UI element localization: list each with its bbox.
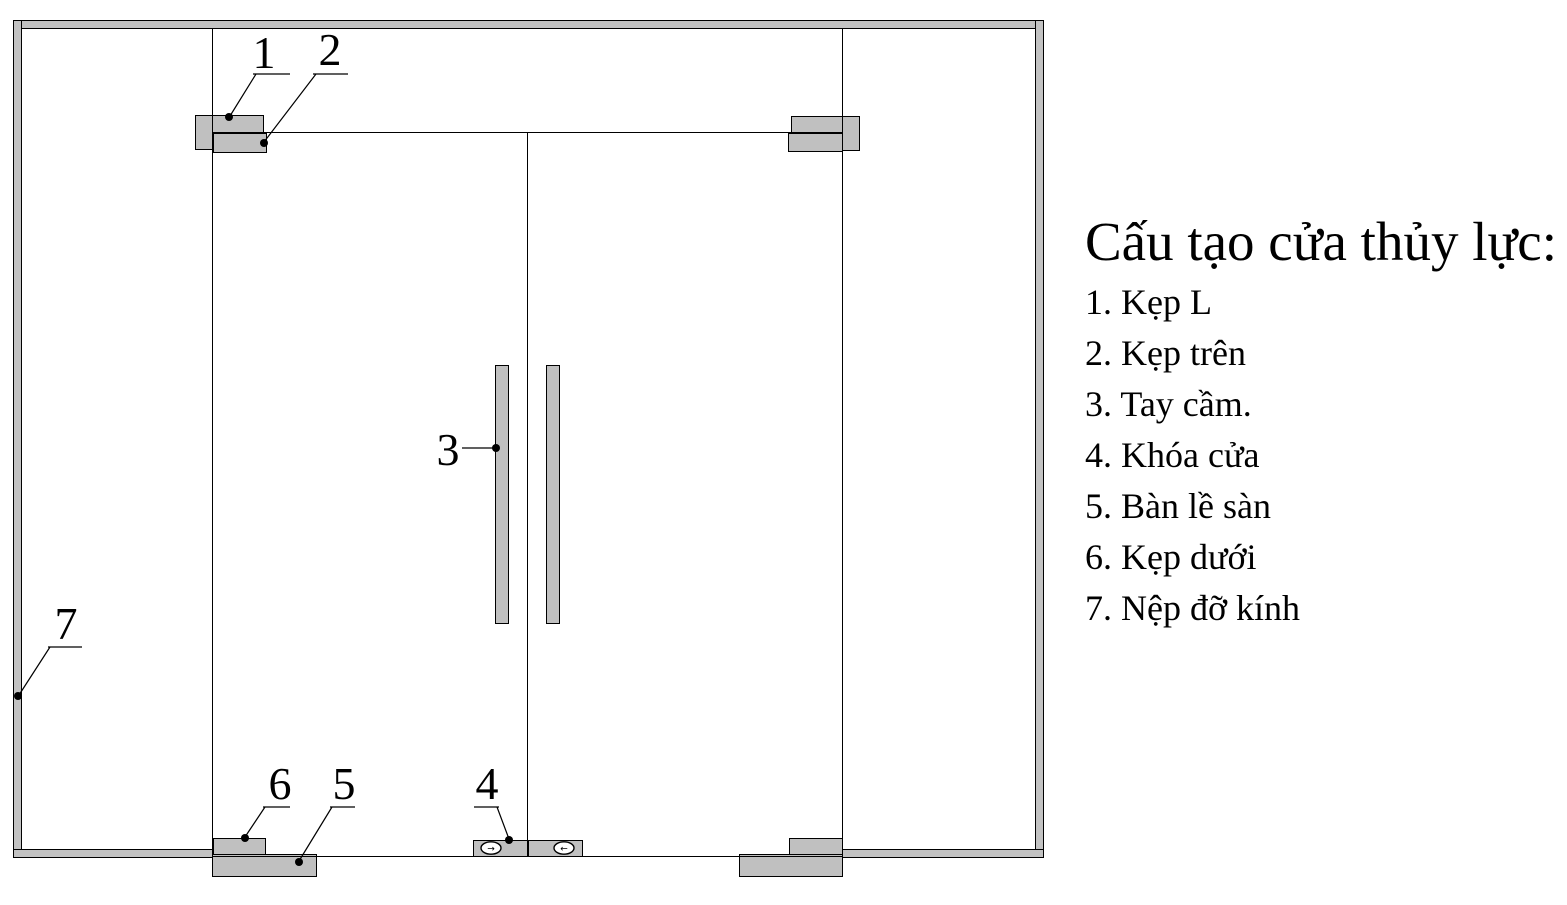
legend-title: Cấu tạo cửa thủy lực: bbox=[1085, 211, 1557, 272]
frame-bottom-right-bar bbox=[842, 849, 1044, 858]
legend-item-4: 4. Khóa cửa bbox=[1085, 435, 1260, 475]
legend-item-7: 7. Nệp đỡ kính bbox=[1085, 588, 1301, 628]
lock-left-block bbox=[473, 840, 528, 857]
door-top-line bbox=[213, 132, 842, 133]
leader-5 bbox=[298, 806, 355, 862]
legend-item-2: 2. Kẹp trên bbox=[1085, 333, 1246, 373]
leader-7 bbox=[18, 646, 82, 696]
legend-item-5: 5. Bàn lề sàn bbox=[1085, 486, 1271, 526]
legend-item-3: 3. Tay cầm. bbox=[1085, 384, 1252, 424]
frame-bottom-left-bar bbox=[13, 849, 214, 858]
callout-7: 7 bbox=[54, 598, 78, 649]
legend-item-6: 6. Kẹp dưới bbox=[1085, 537, 1257, 577]
ban-le-san-right-block bbox=[739, 854, 843, 877]
threshold-line bbox=[213, 856, 842, 857]
callout-6: 6 bbox=[268, 758, 292, 809]
legend: Cấu tạo cửa thủy lực: 1. Kẹp L 2. Kẹp tr… bbox=[1085, 209, 1567, 634]
frame-top-bar bbox=[13, 20, 1044, 29]
leader-dots bbox=[14, 113, 513, 866]
leader-lines bbox=[18, 73, 510, 862]
kep-tren-left-block bbox=[213, 133, 267, 153]
callout-5: 5 bbox=[332, 758, 356, 809]
kep-duoi-left-block bbox=[213, 838, 266, 855]
left-door-handle-bar bbox=[495, 365, 509, 624]
kep-duoi-right-block bbox=[789, 838, 843, 855]
center-door-gap-line bbox=[527, 133, 528, 856]
leader-4 bbox=[474, 806, 510, 840]
kep-tren-right-block bbox=[788, 133, 843, 152]
legend-item-1: 1. Kẹp L bbox=[1085, 282, 1212, 322]
right-door-handle-bar bbox=[546, 365, 560, 624]
callout-4: 4 bbox=[475, 758, 499, 809]
right-door-edge-line bbox=[842, 29, 843, 856]
callout-3: 3 bbox=[436, 424, 460, 475]
lock-right-block bbox=[528, 840, 583, 857]
left-door-edge-line bbox=[212, 29, 213, 856]
frame-right-bar bbox=[1035, 20, 1044, 858]
leader-1 bbox=[229, 73, 290, 117]
callout-1: 1 bbox=[252, 27, 276, 78]
leader-6 bbox=[244, 806, 290, 838]
ban-le-san-left-block bbox=[212, 854, 317, 877]
legend-items: 1. Kẹp L 2. Kẹp trên 3. Tay cầm. 4. Khóa… bbox=[1085, 277, 1567, 634]
callout-2: 2 bbox=[318, 24, 342, 75]
frame-left-bar bbox=[13, 20, 22, 858]
